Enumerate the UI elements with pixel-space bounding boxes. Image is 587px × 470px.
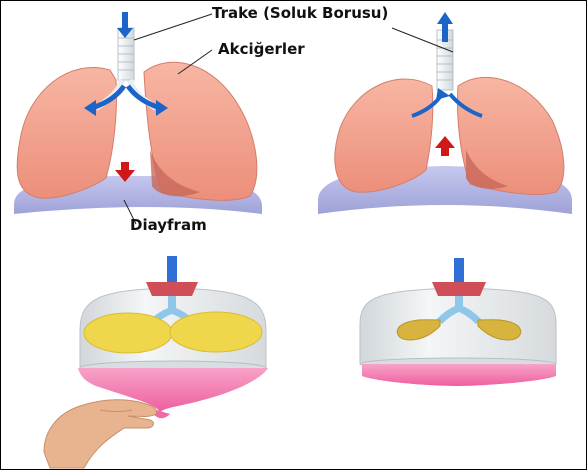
tube-left xyxy=(167,256,177,282)
diaphragm-label: Diayfram xyxy=(130,216,207,234)
tube-right xyxy=(454,258,464,282)
left-lung-right-panel xyxy=(335,79,433,192)
trachea-label: Trake (Soluk Borusu) xyxy=(212,4,388,22)
hand-pulling-membrane xyxy=(44,400,157,468)
rubber-membrane-right xyxy=(362,364,556,386)
bell-jar-model-inflated xyxy=(78,256,268,418)
stopper-left xyxy=(146,282,198,296)
lungs-label: Akciğerler xyxy=(218,40,305,58)
balloon-right-inflated xyxy=(170,312,262,352)
stopper-right xyxy=(432,282,486,296)
left-lung-left-panel xyxy=(17,67,116,198)
lungs-exhale-diagram xyxy=(318,12,572,214)
bell-jar-model-deflated xyxy=(360,258,556,386)
balloon-left-inflated xyxy=(84,313,172,353)
diaphragm-up-arrow-icon xyxy=(435,136,455,156)
